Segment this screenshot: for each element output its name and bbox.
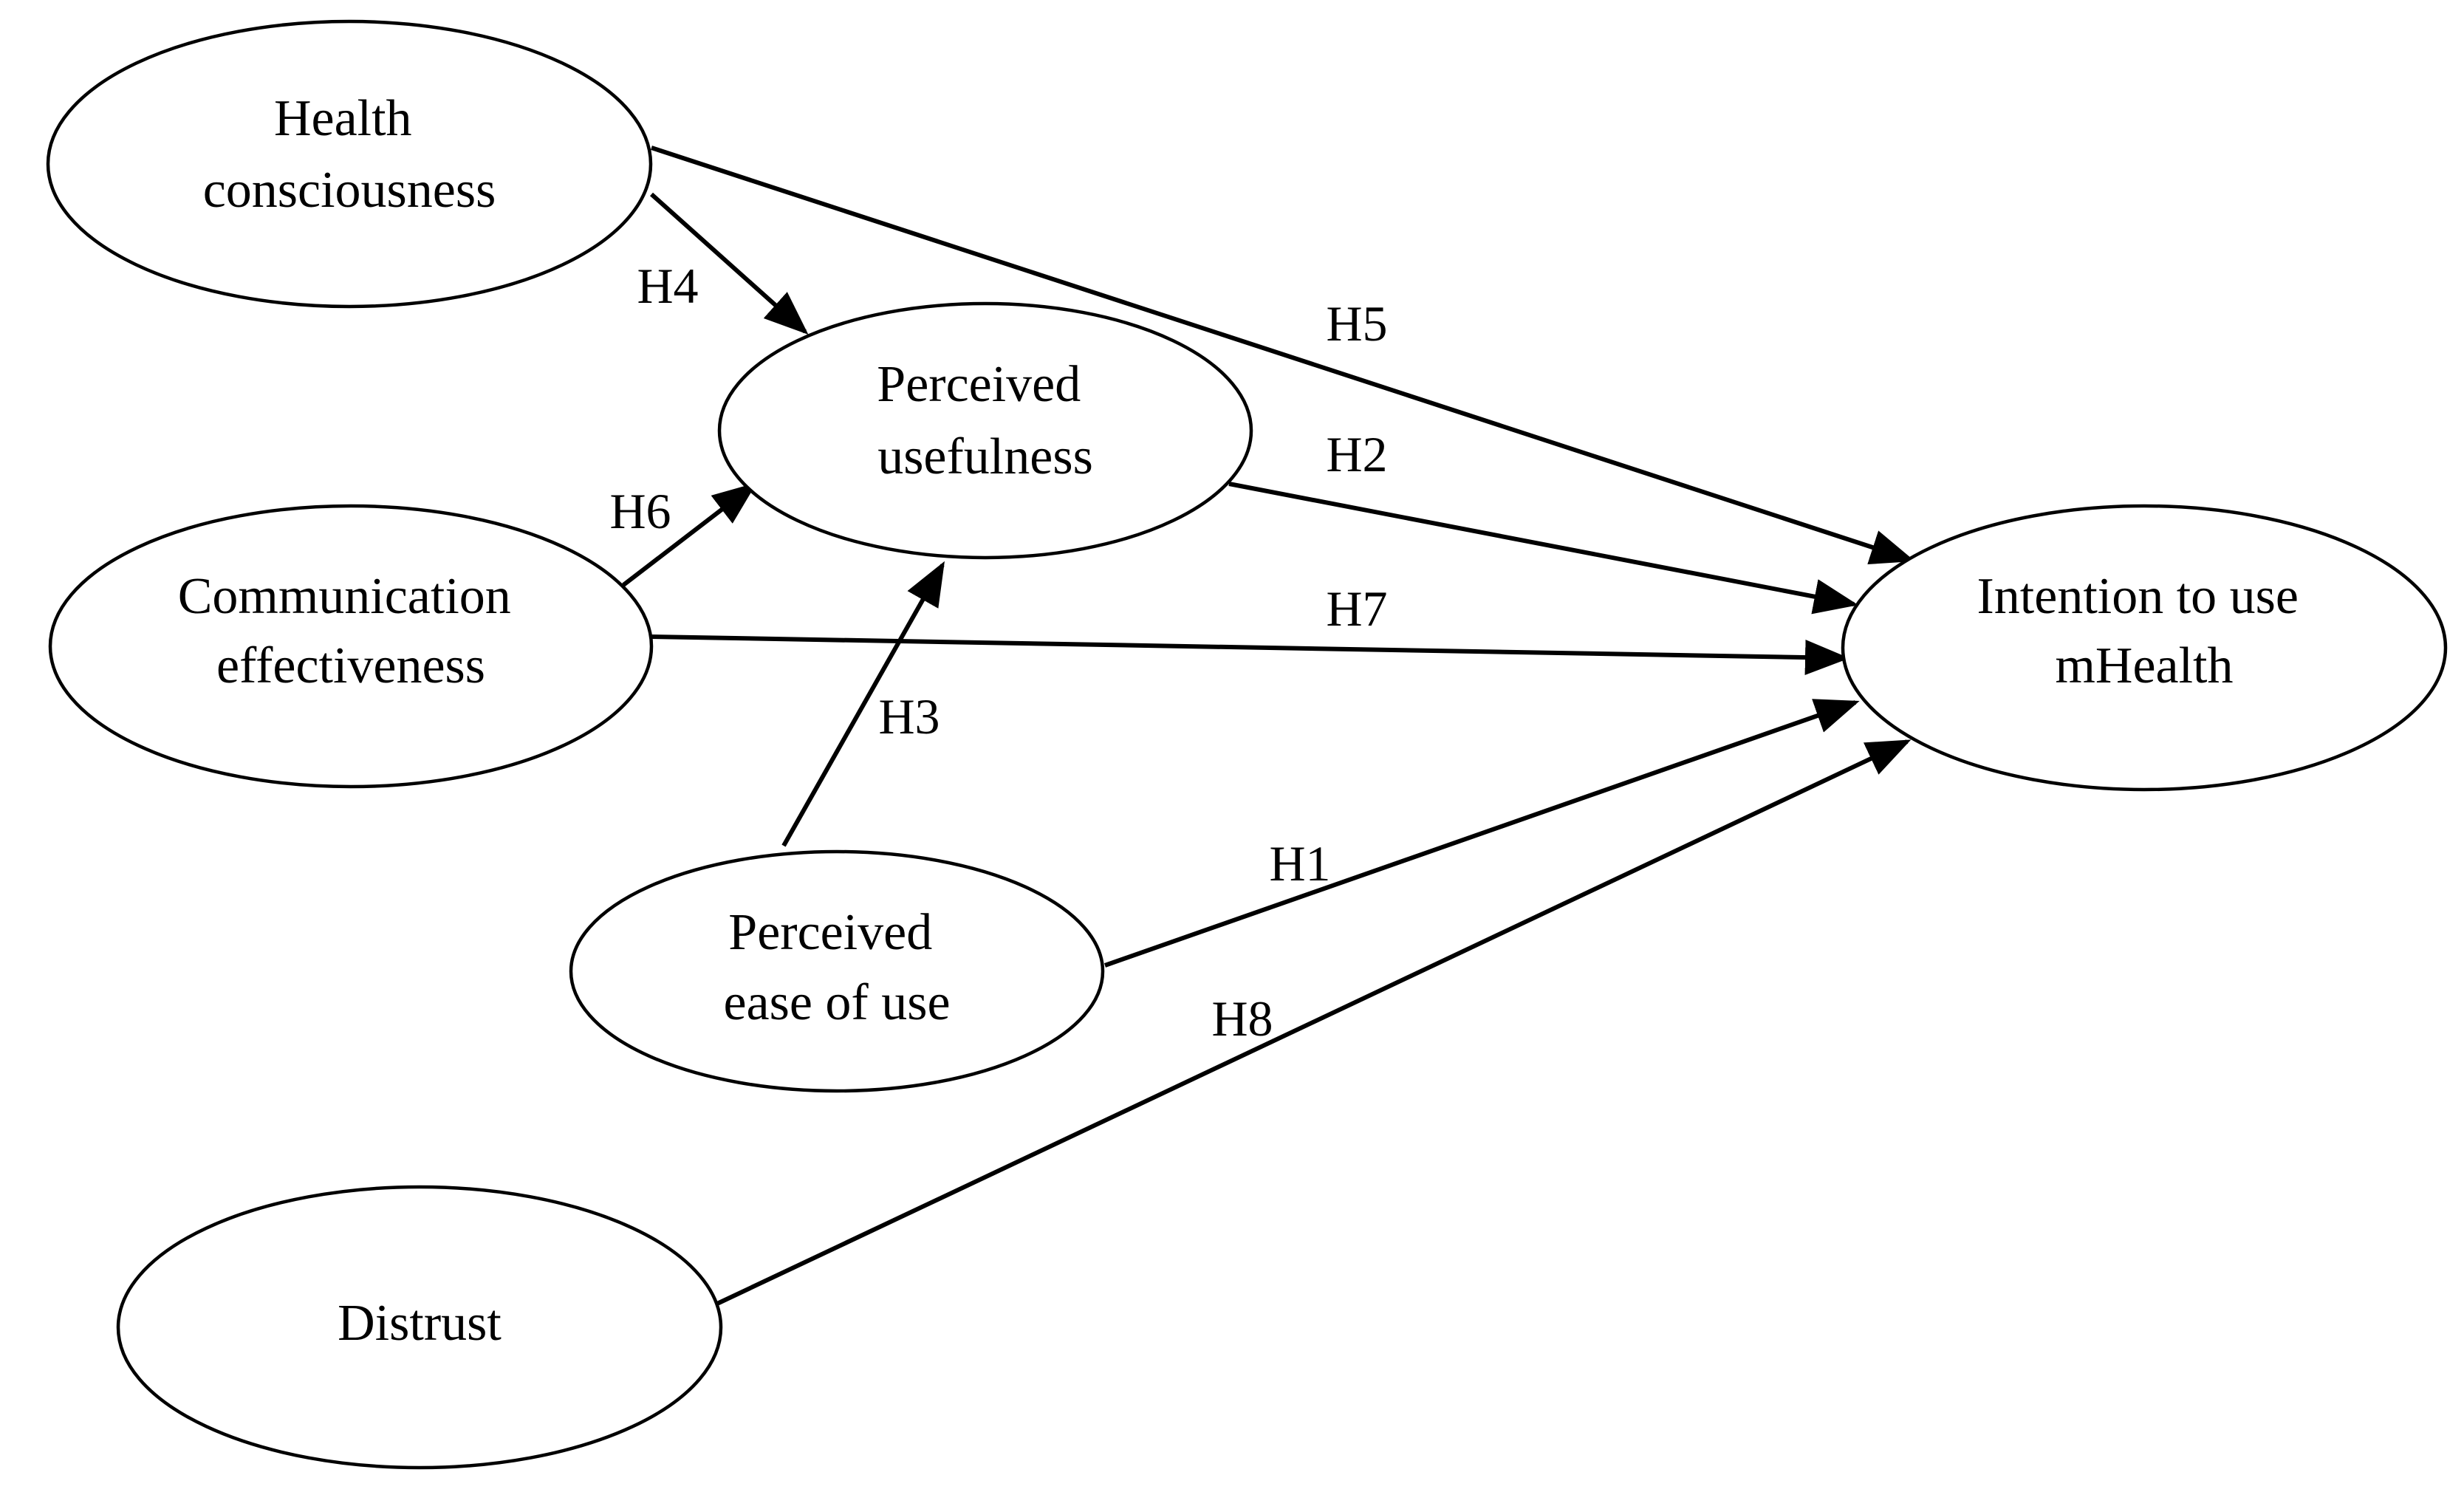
edge-labels-layer: H4 H5 H6 H2 H7 H3 H1 H8 bbox=[609, 258, 1387, 1047]
edge-usefulness-to-intention bbox=[1228, 482, 1858, 615]
edge-label-h2: H2 bbox=[1326, 426, 1387, 482]
nodes-layer: Health consciousness Perceived usefulnes… bbox=[46, 19, 2448, 1470]
node-health-consciousness-label: Health consciousness bbox=[203, 90, 496, 219]
node-intention-to-use-mhealth-label: Intention to use mHealth bbox=[1977, 568, 2312, 694]
edge-health-to-intention bbox=[651, 146, 1915, 565]
edge-label-h7: H7 bbox=[1326, 581, 1387, 637]
edge-distrust-to-intention bbox=[716, 739, 1912, 1306]
node-distrust: Distrust bbox=[116, 1185, 723, 1470]
node-label-line: Distrust bbox=[338, 1295, 502, 1352]
edge-ease-to-intention bbox=[1104, 699, 1860, 968]
edges-layer bbox=[622, 146, 1915, 1306]
node-perceived-ease-of-use: Perceived ease of use bbox=[569, 849, 1105, 1093]
node-distrust-label: Distrust bbox=[338, 1295, 502, 1352]
edge-label-h5: H5 bbox=[1326, 295, 1387, 352]
node-label-line: Perceived bbox=[728, 904, 932, 961]
node-label-line: Perceived bbox=[877, 356, 1081, 413]
node-perceived-usefulness-shape bbox=[717, 301, 1253, 560]
node-label-line: Health bbox=[274, 90, 412, 147]
node-perceived-usefulness: Perceived usefulness bbox=[717, 301, 1253, 560]
node-intention-to-use-mhealth: Intention to use mHealth bbox=[1841, 504, 2448, 792]
node-intention-to-use-mhealth-shape bbox=[1841, 504, 2448, 792]
node-perceived-ease-of-use-shape bbox=[569, 849, 1105, 1093]
node-label-line: ease of use bbox=[723, 974, 950, 1031]
node-label-line: usefulness bbox=[877, 428, 1093, 485]
edge-ease-to-usefulness bbox=[781, 561, 945, 847]
node-communication-effectiveness-label: Communication effectiveness bbox=[178, 568, 524, 694]
node-health-consciousness-shape bbox=[46, 19, 653, 309]
node-label-line: Communication bbox=[178, 568, 511, 625]
edge-communication-to-usefulness bbox=[622, 482, 757, 587]
edge-label-h4: H4 bbox=[637, 258, 698, 314]
node-perceived-usefulness-label: Perceived usefulness bbox=[877, 356, 1093, 485]
node-distrust-shape bbox=[116, 1185, 723, 1470]
node-communication-effectiveness: Communication effectiveness bbox=[48, 504, 654, 789]
node-label-line: effectiveness bbox=[216, 637, 485, 694]
node-label-line: mHealth bbox=[2055, 637, 2233, 694]
node-label-line: consciousness bbox=[203, 162, 496, 219]
node-label-line: Intention to use bbox=[1977, 568, 2299, 625]
edge-communication-to-intention bbox=[651, 634, 1849, 676]
edge-label-h1: H1 bbox=[1269, 835, 1330, 892]
edge-label-h8: H8 bbox=[1211, 990, 1273, 1047]
node-health-consciousness: Health consciousness bbox=[46, 19, 653, 309]
edge-label-h6: H6 bbox=[609, 483, 671, 539]
edge-health-to-usefulness bbox=[650, 192, 809, 335]
node-perceived-ease-of-use-label: Perceived ease of use bbox=[723, 904, 950, 1031]
node-communication-effectiveness-shape bbox=[48, 504, 654, 789]
edge-label-h3: H3 bbox=[878, 688, 940, 745]
